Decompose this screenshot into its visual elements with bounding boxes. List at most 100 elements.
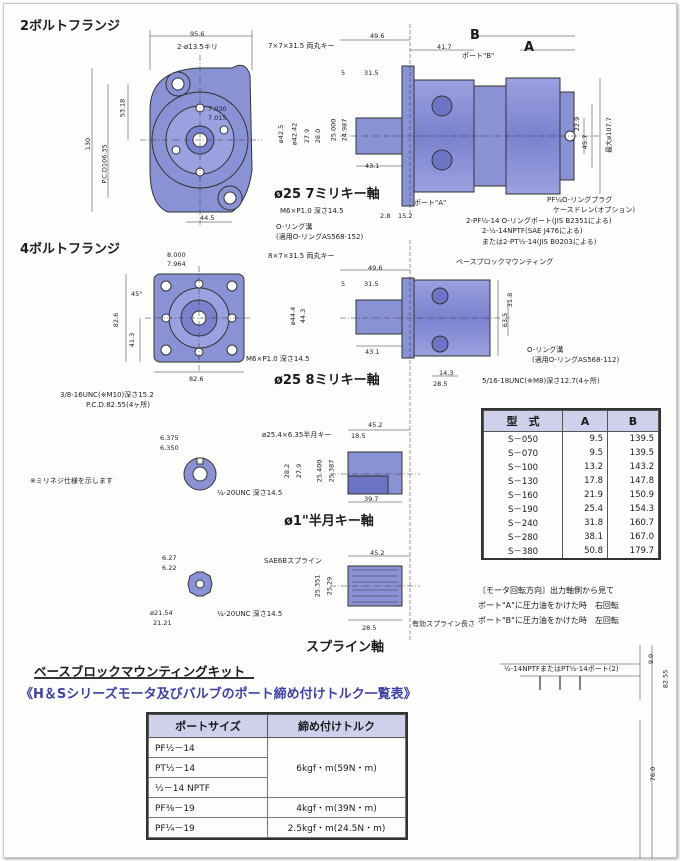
torque-value-cell: 4kgf・m(39N・m): [267, 797, 406, 818]
spec-cell: S－380: [483, 544, 563, 558]
note-npt-bottom: ½-14NPTFまたはPT½-14ポート(2): [504, 665, 619, 673]
label-b: B: [470, 28, 480, 43]
table-row: PF⅜－19 4kgf・m(39N・m): [148, 797, 406, 818]
note-drain: PF¼O-リングプラグ: [547, 196, 613, 204]
dim-25-000: 25.000: [329, 118, 338, 142]
dim-41-7: 41.7: [437, 43, 452, 51]
note-unc-1-4-b: ¼-20UNC 深さ14.5: [217, 610, 283, 618]
torque-value-cell: 6kgf・m(59N・m): [267, 737, 406, 798]
dim-39-7: 39.7: [364, 495, 379, 503]
note-metric: ※ミリネジ仕様を示します: [30, 477, 113, 485]
spec-cell: 17.8: [562, 474, 608, 488]
label-port-b: ポート"B": [462, 52, 495, 60]
rotation-title: 〔モータ回転方向〕出力軸側から見て: [478, 586, 614, 595]
dim-7-015: 7.015: [208, 114, 227, 122]
shaft-title-spline: スプライン軸: [306, 640, 385, 655]
dim-max-dia: 最大ø107.7: [604, 117, 613, 153]
dim-49-6: 49.6: [370, 32, 385, 40]
shaft-title-25-7: ø25 7ミリキー軸: [274, 187, 380, 202]
torque-table-header: ポートサイズ 締め付けトルク: [148, 714, 406, 738]
dim-44-4: ø44.4: [289, 306, 298, 326]
dim-82-55: 82.55: [661, 669, 670, 689]
dim-82-6-v: 82.6: [112, 312, 121, 328]
note-oring-2-spec: (適用O-リングAS568-112): [532, 356, 620, 364]
kit-underline: [34, 677, 254, 679]
dim-28-2: 28.2: [283, 463, 292, 479]
table-row: PF¼－19 2.5kgf・m(24.5N・m): [148, 817, 406, 838]
spec-cell: S－050: [483, 431, 563, 446]
note-key-7: 7×7×31.5 両丸キー: [268, 42, 335, 50]
two-bolt-side-view: [340, 24, 601, 215]
table-row: PF½－14 6kgf・m(59N・m): [148, 737, 406, 798]
label-port-a: ポート"A": [414, 199, 447, 207]
dim-31-8: 31.8: [506, 292, 515, 308]
note-pcd: P.C.D.82.55(4ヶ所): [86, 401, 151, 409]
note-port-2: 2-½-14NPTF(SAE J476による): [482, 227, 583, 235]
dim-14-3: 14.3: [439, 369, 454, 377]
spec-cell: S－160: [483, 488, 563, 502]
dim-21-21: 21.21: [153, 619, 172, 627]
dim-31-5-b: 31.5: [364, 280, 379, 288]
spec-cell: 147.8: [607, 474, 659, 488]
spec-cell: 21.9: [562, 488, 608, 502]
rotation-line-b: ポート"B"に圧力油をかけた時 左回転: [478, 616, 619, 625]
dim-27-9: 27.9: [303, 128, 312, 144]
dim-44-3: 44.3: [299, 308, 308, 324]
torque-port-cell: PT½－14: [148, 757, 268, 778]
dim-28-5: 28.5: [433, 380, 448, 388]
note-unc-3-8: 3/8-16UNC(※M10)深さ15.2: [60, 391, 154, 399]
dim-15-2: 15.2: [398, 212, 413, 220]
note-unc-1-4: ¼-20UNC 深さ14.5: [217, 489, 283, 497]
spec-cell: 38.1: [562, 530, 608, 544]
spec-cell: S－240: [483, 516, 563, 530]
two-bolt-flange-view: [91, 30, 262, 225]
torque-value-cell: 2.5kgf・m(24.5N・m): [267, 817, 406, 838]
dim-53-18: 53.18: [118, 98, 127, 118]
spec-cell: S－130: [483, 474, 563, 488]
note-unc-5-16: 5/16-18UNC(※M8)深さ12.7(4ヶ所): [482, 377, 600, 385]
shaft-title-25-8: ø25 8ミリキー軸: [274, 373, 380, 388]
torque-title: 《H＆Sシリーズモータ及びバルブのポート締め付けトルク一覧表》: [20, 687, 417, 702]
four-bolt-flange-view: [125, 266, 252, 373]
dim-25-29: 25.29: [325, 576, 334, 596]
note-drain-2: ケースドレン(オプション): [553, 206, 636, 214]
dim-22-9: 22.9: [573, 116, 582, 132]
torque-table: ポートサイズ 締め付けトルク PF½－14 6kgf・m(59N・m) PT½－…: [148, 714, 406, 838]
note-oring-spec: (適用O-リングAS568-152): [276, 233, 364, 241]
torque-port-cell: ½－14 NPTF: [148, 777, 268, 798]
dim-5: 5: [341, 69, 346, 77]
rotation-line-a: ポート"A"に圧力油をかけた時 右回転: [478, 601, 619, 610]
spec-col-model: 型 式: [483, 410, 563, 432]
four-bolt-side-view: [340, 240, 510, 640]
dim-45deg: 45°: [131, 290, 143, 298]
dim-31-5: 31.5: [364, 69, 379, 77]
note-m6: M6×P1.0 深さ14.5: [280, 207, 344, 215]
dim-42-5: ø42.5: [277, 124, 286, 144]
dim-8-000: 8.000: [167, 251, 186, 259]
dim-pcd-106: P.C.D106.35: [100, 144, 109, 184]
dim-7-964: 7.964: [167, 260, 186, 268]
shaft-title-woodruff: ø1"半月キー軸: [284, 514, 374, 529]
spec-table-header: 型 式 A B: [483, 410, 659, 432]
dim-6-375: 6.375: [160, 434, 179, 442]
spec-cell: 139.5: [607, 446, 659, 460]
spec-cell: 154.3: [607, 502, 659, 516]
dim-41-3: 41.3: [128, 332, 137, 348]
dim-95-6: 95.6: [190, 30, 205, 38]
spec-cell: S－070: [483, 446, 563, 460]
torque-port-cell: PF½－14: [148, 737, 268, 758]
dim-2-8: 2.8: [380, 212, 391, 220]
note-base-block: ベースブロックマウンティング: [456, 258, 554, 266]
torque-port-cell: PF¼－19: [148, 817, 268, 838]
spec-cell: 13.2: [562, 460, 608, 474]
spec-col-a: A: [562, 410, 608, 432]
dim-28-0: 28.0: [314, 128, 323, 144]
note-port-1: 2-PF½-14 O-リングポート(JIS B2351による): [466, 217, 612, 225]
